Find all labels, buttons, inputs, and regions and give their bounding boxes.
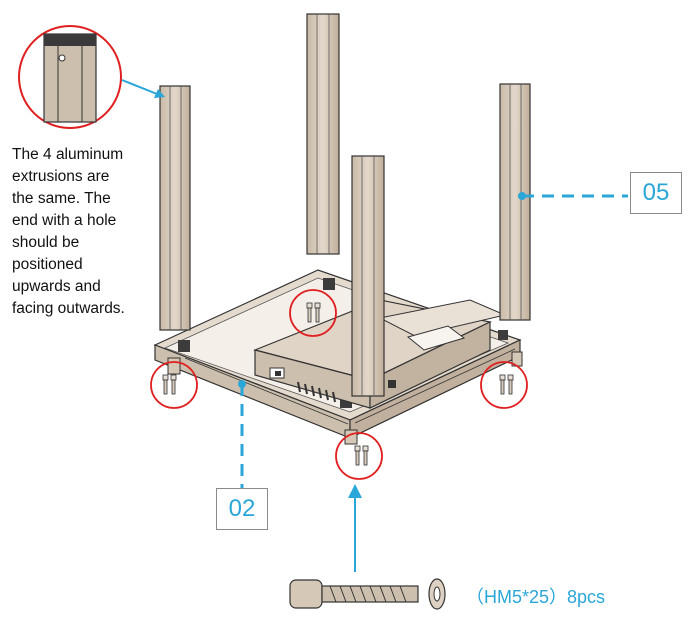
part-number-05-label: 05 bbox=[630, 172, 682, 214]
note-line: end with a hole bbox=[12, 212, 117, 229]
hex-screw-icon bbox=[289, 579, 419, 609]
extrusion-end-detail-callout bbox=[18, 25, 165, 129]
screw-callout-front bbox=[335, 432, 383, 480]
extrusion-left bbox=[159, 85, 191, 331]
note-line: upwards and bbox=[12, 278, 101, 295]
screw-callout-back bbox=[289, 289, 337, 337]
screw-callout-left bbox=[150, 361, 198, 409]
note-line: facing outwards. bbox=[12, 300, 125, 317]
screw-callout-right bbox=[480, 361, 528, 409]
leader-line-05 bbox=[518, 192, 628, 200]
leader-line-02 bbox=[238, 380, 246, 488]
screw-arrow bbox=[348, 484, 362, 572]
note-line: the same. The bbox=[12, 190, 111, 207]
instruction-note: The 4 aluminum extrusions are the same. … bbox=[12, 144, 162, 320]
part-number-02-label: 02 bbox=[216, 488, 268, 530]
note-line: positioned bbox=[12, 256, 83, 273]
screw-spec-label: （HM5*25）8pcs bbox=[466, 587, 606, 607]
extrusion-front bbox=[351, 155, 385, 397]
note-line: The 4 aluminum bbox=[12, 146, 124, 163]
spring-washer-icon bbox=[428, 578, 446, 610]
extrusion-back bbox=[306, 13, 340, 255]
note-line: extrusions are bbox=[12, 168, 110, 185]
note-line: should be bbox=[12, 234, 80, 251]
extrusion-right bbox=[499, 83, 531, 321]
